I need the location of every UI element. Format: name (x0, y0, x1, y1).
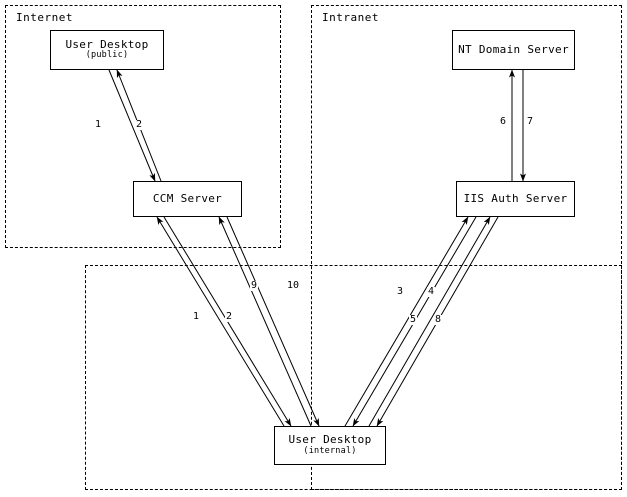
edge-label-2-public: 2 (135, 119, 144, 130)
connector-ccm-internal-desktop-910 (218, 216, 320, 427)
node-user-desktop-internal[interactable]: User Desktop (internal) (274, 426, 386, 465)
edge-label-9: 9 (250, 280, 259, 291)
node-iis-auth-server[interactable]: IIS Auth Server (456, 181, 575, 217)
node-user-desktop-public[interactable]: User Desktop (public) (50, 30, 164, 70)
edge-label-5: 5 (409, 314, 418, 325)
edge-label-1-public: 1 (94, 119, 103, 130)
node-nt-domain-server[interactable]: NT Domain Server (452, 30, 575, 70)
edge-label-2-internal: 2 (225, 311, 234, 322)
edge-label-10: 10 (286, 280, 301, 291)
node-title: User Desktop (65, 37, 149, 51)
zone-label-internet: Internet (16, 11, 73, 24)
edge-label-6: 6 (499, 116, 508, 127)
zone-internet (5, 5, 281, 248)
node-title: CCM Server (152, 191, 223, 205)
zone-label-intranet: Intranet (322, 11, 379, 24)
edge-label-7: 7 (526, 116, 535, 127)
connector-internal-desktop-ccm-12 (156, 216, 292, 427)
node-subtitle: (internal) (303, 445, 357, 456)
zone-local-lan (85, 265, 622, 490)
edge-label-3: 3 (396, 286, 405, 297)
node-ccm-server[interactable]: CCM Server (133, 181, 242, 217)
connector-iis-nt-domain (509, 69, 526, 182)
edge-label-8: 8 (434, 314, 443, 325)
node-title: IIS Auth Server (463, 191, 568, 205)
edge-label-1-internal: 1 (192, 311, 201, 322)
node-subtitle: (public) (85, 50, 129, 61)
edge-label-4: 4 (427, 286, 436, 297)
node-title: User Desktop (288, 433, 372, 447)
node-title: NT Domain Server (458, 42, 569, 56)
